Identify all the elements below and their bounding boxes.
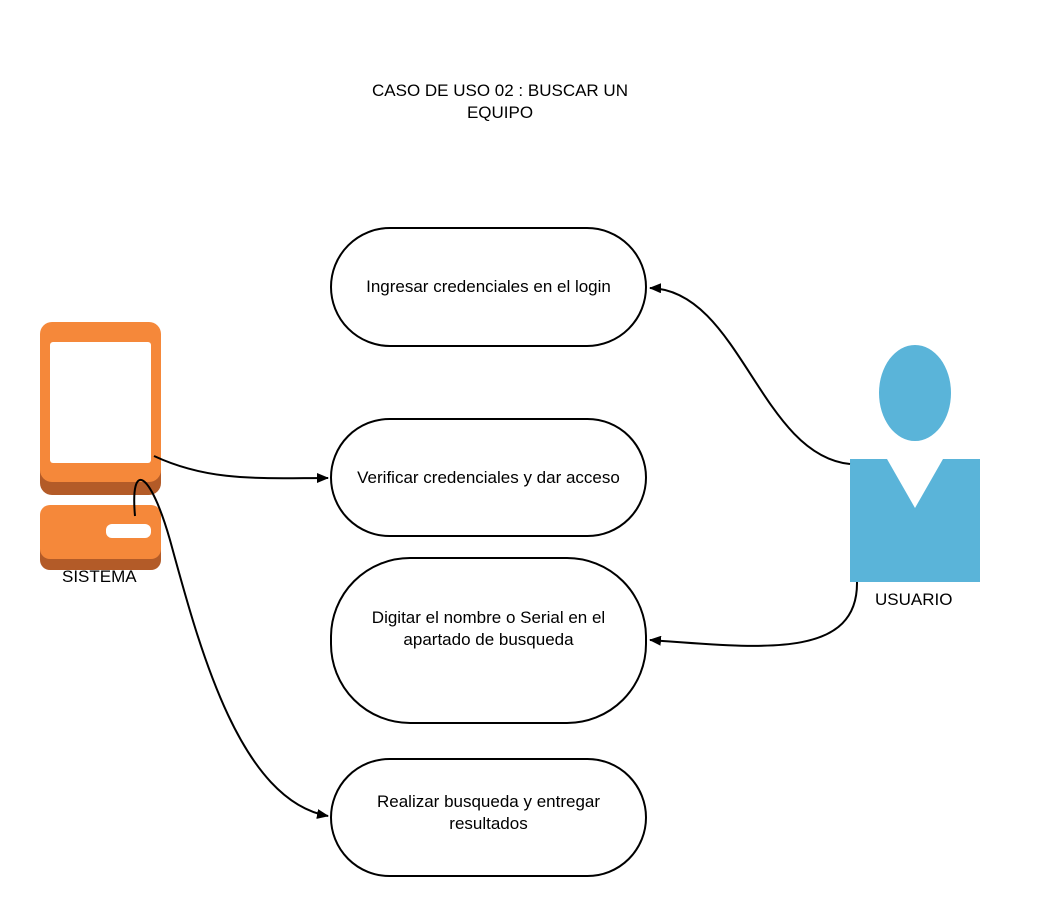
connector-system-to-uc2 (153, 455, 329, 484)
use-case-ingresar-credenciales[interactable]: Ingresar credenciales en el login (330, 227, 647, 347)
system-actor-label: SISTEMA (62, 567, 137, 586)
person-body (850, 459, 980, 582)
diagram-title: CASO DE USO 02 : BUSCAR UN EQUIPO (330, 80, 670, 124)
use-case-text: Digitar el nombre o Serial en el apartad… (371, 607, 606, 649)
connector-user-to-uc3 (649, 581, 859, 647)
person-head (879, 345, 951, 441)
person-icon (850, 345, 980, 582)
use-case-text: Ingresar credenciales en el login (366, 277, 611, 296)
diagram-title-line2: EQUIPO (466, 103, 534, 122)
use-case-text: Realizar busqueda y entregar resultados (376, 791, 601, 833)
use-case-realizar-busqueda[interactable]: Realizar busqueda y entregar resultados (330, 758, 647, 877)
use-case-digitar-nombre[interactable]: Digitar el nombre o Serial en el apartad… (330, 557, 647, 724)
connector-user-to-uc1 (649, 283, 851, 465)
user-actor-label: USUARIO (875, 590, 953, 609)
cpu-slot (106, 524, 151, 538)
use-case-verificar-credenciales[interactable]: Verificar credenciales y dar acceso (330, 418, 647, 537)
cpu-body (40, 505, 161, 559)
computer-icon (40, 322, 161, 570)
use-case-text: Verificar credenciales y dar acceso (357, 467, 620, 487)
connector-system-to-uc4 (133, 479, 329, 819)
monitor-screen (50, 342, 151, 463)
diagram-title-line1: CASO DE USO 02 : BUSCAR UN (371, 81, 628, 100)
